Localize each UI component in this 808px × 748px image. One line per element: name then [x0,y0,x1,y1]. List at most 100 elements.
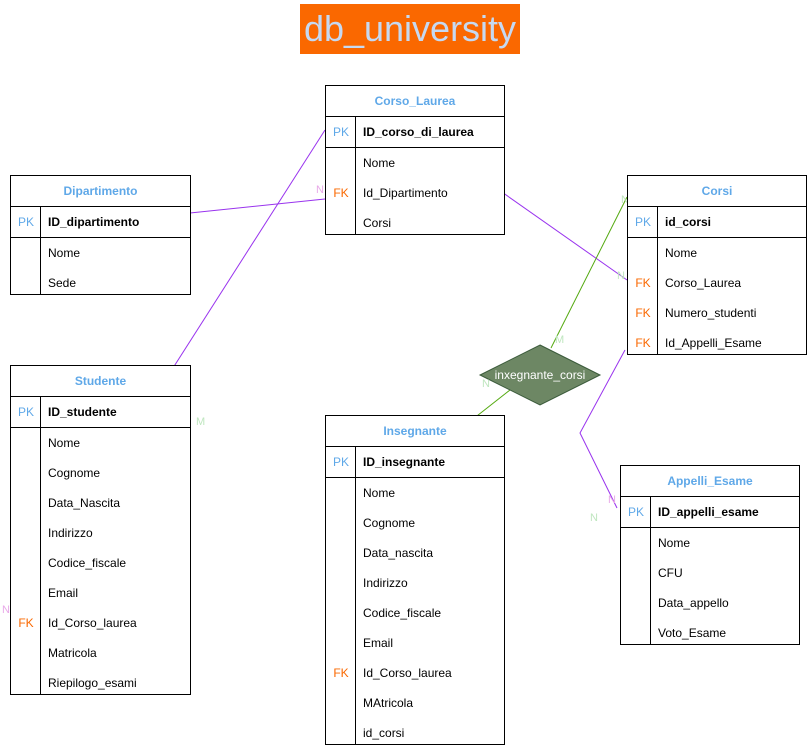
key-column-divider [40,396,41,694]
field-name: Numero_studenti [665,306,757,320]
entity-title-appelli-esame: Appelli_Esame [621,466,799,497]
key-column-divider [650,496,651,644]
diagram-title: db_university [300,4,520,54]
field-row: Riepilogo_esami [11,668,190,698]
field-row: Nome [628,238,806,268]
field-row: Nome [621,528,799,558]
field-name: Codice_fiscale [363,606,442,620]
primary-key-name: ID_dipartimento [48,215,140,229]
field-name: id_corsi [363,726,405,740]
field-row: Email [11,578,190,608]
pk-badge: PK [332,125,349,139]
field-name: Data_appello [658,596,729,610]
field-name: Corsi [363,216,392,230]
fk-badge: FK [635,336,651,350]
field-name: MAtricola [363,696,414,710]
field-row: Data_appello [621,588,799,618]
field-name: Nome [48,246,81,260]
pk-badge: PK [332,455,349,469]
field-row: FK Numero_studenti [628,298,806,328]
field-row: Matricola [11,638,190,668]
field-row: Cognome [326,508,504,538]
field-name: Id_Appelli_Esame [665,336,762,350]
field-row: FK Id_Appelli_Esame [628,328,806,358]
field-name: Nome [48,436,81,450]
field-row: id_corsi [326,718,504,748]
field-row: MAtricola [326,688,504,718]
field-row: Nome [326,148,504,178]
primary-key-name: id_corsi [665,215,712,229]
pk-row: PK ID_appelli_esame [621,497,799,528]
field-row: Corsi [326,208,504,238]
pk-badge: PK [17,405,34,419]
cardinality-label: N [482,378,490,390]
field-name: Email [363,636,394,650]
field-name: Cognome [48,466,101,480]
key-column-divider [657,206,658,354]
field-name: Nome [363,486,396,500]
field-name: Data_nascita [363,546,434,560]
field-row: Data_Nascita [11,488,190,518]
field-name: Nome [363,156,396,170]
field-name: Codice_fiscale [48,556,127,570]
pk-row: PK ID_studente [11,397,190,428]
field-row: Indirizzo [11,518,190,548]
cardinality-label: N [590,512,598,524]
field-name: Indirizzo [48,526,93,540]
relationship-diamond [478,344,602,406]
pk-row: PK id_corsi [628,207,806,238]
field-name: Email [48,586,79,600]
entity-title-insegnante: Insegnante [326,416,504,447]
field-row: Voto_Esame [621,618,799,648]
relationship-label: inxegnante_corsi [494,368,586,382]
fk-badge: FK [635,306,651,320]
field-row: Sede [11,268,190,298]
field-name: Matricola [48,646,97,660]
entity-title-dipartimento: Dipartimento [11,176,190,207]
field-row: CFU [621,558,799,588]
entity-title-corsi: Corsi [628,176,806,207]
key-column-divider [40,206,41,294]
field-row: Cognome [11,458,190,488]
field-row: Nome [11,428,190,458]
entity-title-corso-laurea: Corso_Laurea [326,86,504,117]
cardinality-label: M [555,334,565,346]
field-name: Corso_Laurea [665,276,742,290]
pk-badge: PK [17,215,34,229]
primary-key-name: ID_corso_di_laurea [363,125,474,139]
cardinality-label: N [2,604,10,616]
fk-badge: FK [18,616,34,630]
entity-title-studente: Studente [11,366,190,397]
field-name: Voto_Esame [658,626,727,640]
link-corsi-relationship [550,196,628,349]
primary-key-name: ID_appelli_esame [658,505,759,519]
field-name: Sede [48,276,77,290]
pk-badge: PK [627,505,644,519]
key-column-divider [355,446,356,744]
cardinality-label: N [617,270,625,282]
cardinality-label: N [608,494,616,506]
field-name: Nome [665,246,698,260]
pk-badge: PK [634,215,651,229]
field-name: Data_Nascita [48,496,121,510]
pk-row: PK ID_corso_di_laurea [326,117,504,148]
field-name: CFU [658,566,683,580]
field-row: Codice_fiscale [11,548,190,578]
primary-key-name: ID_studente [48,405,117,419]
primary-key-name: ID_insegnante [363,455,446,469]
field-name: Riepilogo_esami [48,676,137,690]
field-name: Cognome [363,516,416,530]
cardinality-label: N [621,194,629,206]
field-name: Id_Dipartimento [363,186,448,200]
field-row: Codice_fiscale [326,598,504,628]
